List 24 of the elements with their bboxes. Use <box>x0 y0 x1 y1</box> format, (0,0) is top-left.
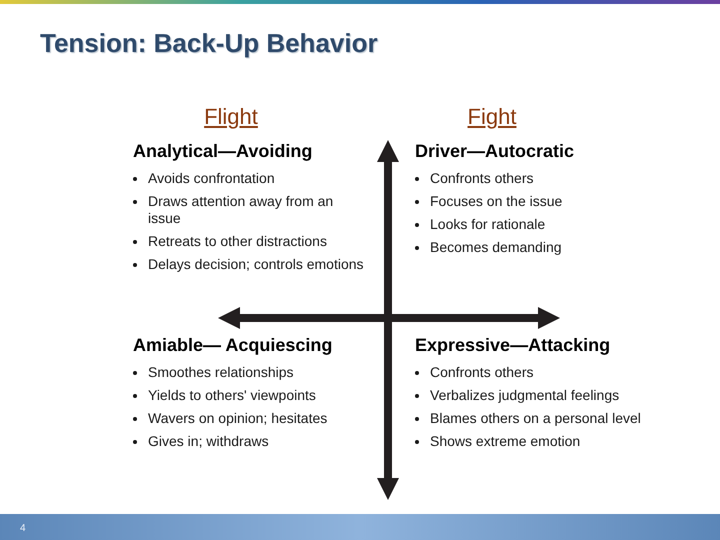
column-heading: Flight <box>203 103 259 131</box>
quadrant-heading: Expressive—Attacking <box>415 334 612 356</box>
bullet-text: Focuses on the issue <box>430 193 562 210</box>
bullet-text: Smoothes relationships <box>148 364 294 381</box>
bullet-text: Looks for rationale <box>430 216 546 233</box>
slide-title: Tension: Back-Up Behavior <box>40 27 378 60</box>
bullet-text: Becomes demanding <box>430 239 562 256</box>
bullet-text: Verbalizes judgmental feelings <box>430 387 620 404</box>
quadrant-heading: Driver—Autocratic <box>415 140 576 162</box>
bullet-text: Shows extreme emotion <box>430 433 580 450</box>
quadrant-heading: Amiable— Acquiescing <box>133 334 334 356</box>
bullet-text: Confronts others <box>430 170 534 187</box>
bullet-text: Avoids confrontation <box>148 170 275 187</box>
bullet-text: Confronts others <box>430 364 534 381</box>
page-number: 4 <box>20 522 26 536</box>
bullet-text: Gives in; withdraws <box>148 433 269 450</box>
column-heading: Fight <box>466 103 518 131</box>
bullet-text: Draws attention away from an issue <box>148 193 334 227</box>
bullet-text: Retreats to other distractions <box>148 233 327 250</box>
quadrant-heading: Analytical—Avoiding <box>133 140 314 162</box>
bullet-text: Delays decision; controls emotions <box>148 256 364 273</box>
bullet-text: Blames others on a personal level <box>430 410 641 427</box>
bullet-text: Wavers on opinion; hesitates <box>148 410 328 427</box>
bullet-text: Yields to others' viewpoints <box>148 387 316 404</box>
